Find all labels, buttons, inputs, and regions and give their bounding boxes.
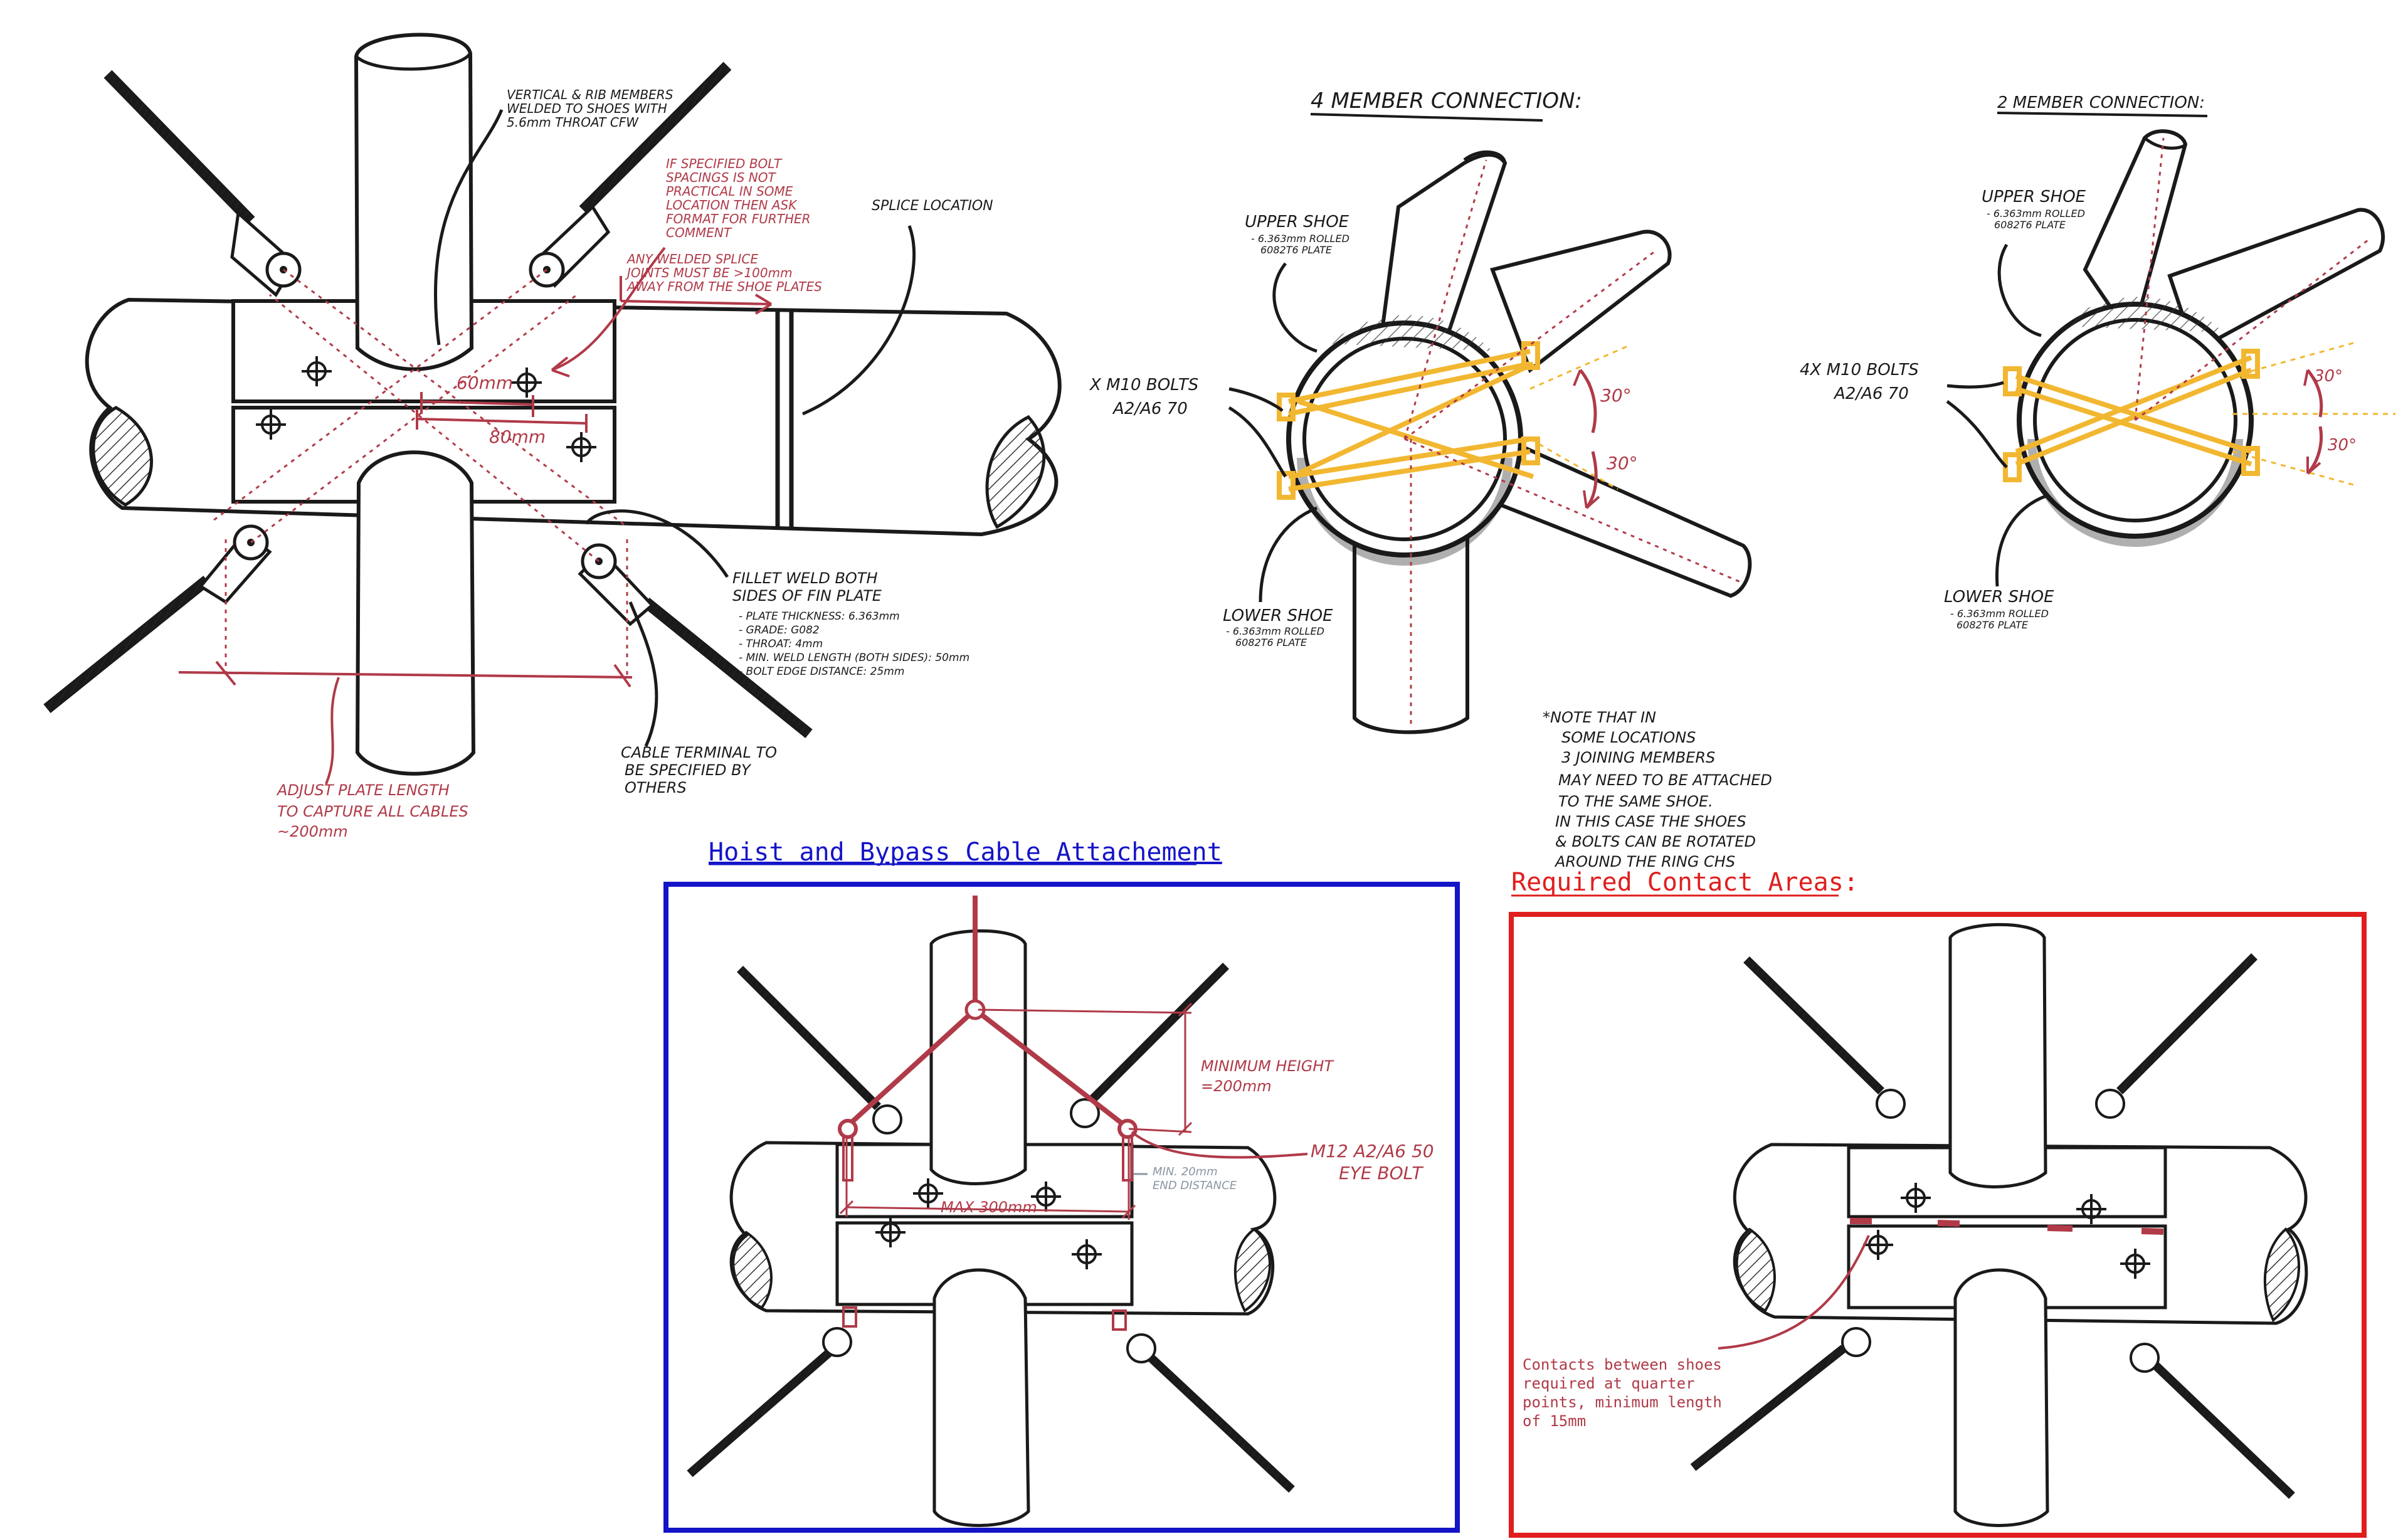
bolts-2m-note: 4X M10 BOLTS A2/A6 70 [1800,361,1924,403]
contact-areas [1850,1218,2164,1235]
fillet-weld-title: FILLET WELD BOTH SIDES OF FIN PLATE [732,569,882,605]
hoist-sling [846,896,1129,1130]
leader-fillet-weld [584,509,729,578]
leader-lower-shoe-2m [1995,494,2048,587]
min-height-label: MINIMUM HEIGHT =200mm [1201,1057,1338,1095]
vertical-rib-note: VERTICAL & RIB MEMBERS WELDED TO SHOES W… [507,87,677,130]
member-2m-right [2167,208,2385,354]
hoist-panel-title: Hoist and Bypass Cable Attachement [709,838,1222,867]
cable-bottom-left [43,524,272,714]
dimension-80mm [416,409,588,433]
dimension-plate-length [178,660,633,688]
contact-panel: Required Contact Areas: [1509,868,2367,1538]
yellow-bolts-2m [2003,349,2260,482]
leader-contact [1718,1235,1870,1350]
upper-shoe-4m-spec: - 6.363mm ROLLED 6082T6 PLATE [1251,233,1353,256]
main-connection-detail: 60mm 80mm VERTICAL & RIB MEMBERS WELDE [43,33,1062,840]
leader-upper-shoe-4m [1272,262,1318,353]
angle-2m-top-label: 30° [2314,367,2343,386]
max-300-dim [839,1138,1136,1220]
angle-2m-bottom-label: 30° [2328,436,2357,455]
dim-80-label: 80mm [489,426,546,447]
contact-panel-title: Required Contact Areas: [1511,868,1859,897]
leader-lower-shoe-4m [1259,506,1318,603]
member-2m-top [2083,129,2188,344]
lower-shoe-4m: LOWER SHOE [1223,606,1333,625]
hoist-vertical-bottom [932,1268,1030,1527]
bolt-spacing-note: IF SPECIFIED BOLT SPACINGS IS NOT PRACTI… [666,156,815,240]
adjust-plate-note: ADJUST PLATE LENGTH TO CAPTURE ALL CABLE… [276,781,473,840]
four-member-connection: 4 MEMBER CONNECTION: [1089,88,1752,734]
contact-note: Contacts between shoes required at quart… [1523,1356,1731,1430]
lower-shoe-2m: LOWER SHOE [1944,588,2054,606]
hoist-panel: Hoist and Bypass Cable Attachement [663,838,1460,1533]
two-member-connection: 2 MEMBER CONNECTION: [1800,93,2395,631]
member-bottom-right [1490,436,1752,598]
angle-top-label: 30° [1600,385,1632,406]
red-centrelines [213,268,628,677]
bolts-4m-note: X M10 BOLTS A2/A6 70 [1089,376,1204,418]
upper-shoe-2m-spec: - 6.363mm ROLLED 6082T6 PLATE [1987,208,2088,231]
contact-vertical-bottom [1953,1268,2049,1527]
hoist-vertical-top [929,929,1027,1185]
dim-60-label: 60mm [457,373,513,393]
cable-top-left [103,70,302,297]
leader-adjust-plate [325,677,340,785]
welded-splice-arrow [620,300,772,305]
leader-upper-shoe-2m [1997,243,2042,337]
dimension-60mm [420,392,534,417]
lower-shoe-4m-spec: - 6.363mm ROLLED 6082T6 PLATE [1226,625,1328,648]
four-member-title: 4 MEMBER CONNECTION: [1311,88,1582,114]
cable-bottom-right [578,543,813,739]
yellow-bolts-4m [1277,341,1540,500]
angle-bottom-label: 30° [1607,453,1638,473]
eye-bolt-left [838,1119,858,1139]
upper-shoe-4m: UPPER SHOE [1245,213,1349,231]
leader-splice [802,225,916,416]
vertical-member-top [354,33,474,371]
lower-shoe-2m-spec: - 6.363mm ROLLED 6082T6 PLATE [1950,608,2052,631]
leader-cable-terminal [628,601,658,748]
two-member-title: 2 MEMBER CONNECTION: [1997,93,2205,112]
member-top-right [1490,230,1672,373]
cable-terminal-note: CABLE TERMINAL TO BE SPECIFIED BY OTHERS [621,744,782,796]
end-distance-note: MIN. 20mm END DISTANCE [1153,1165,1237,1192]
contact-vertical-top [1948,923,2047,1188]
three-members-note: *NOTE THAT IN SOME LOCATIONS 3 JOINING M… [1543,709,1777,870]
fillet-weld-specs: - PLATE THICKNESS: 6.363mm - GRADE: G082… [739,610,973,678]
welded-splice-note: ANY WELDED SPLICE JOINTS MUST BE >100mm … [625,251,822,294]
leader-vertical-rib [434,109,504,346]
splice-location-label: SPLICE LOCATION [872,198,993,214]
upper-shoe-2m: UPPER SHOE [1982,188,2086,206]
max-300-label: MAX 300mm [941,1198,1037,1216]
member-top-left [1380,152,1508,354]
min-height-dim [978,1002,1193,1136]
eye-bolt-note: M12 A2/A6 50 EYE BOLT [1311,1141,1440,1183]
vertical-member-bottom [355,450,476,776]
leader-eye-bolt [1131,1131,1308,1159]
leader-bolt-spacing [551,246,666,371]
